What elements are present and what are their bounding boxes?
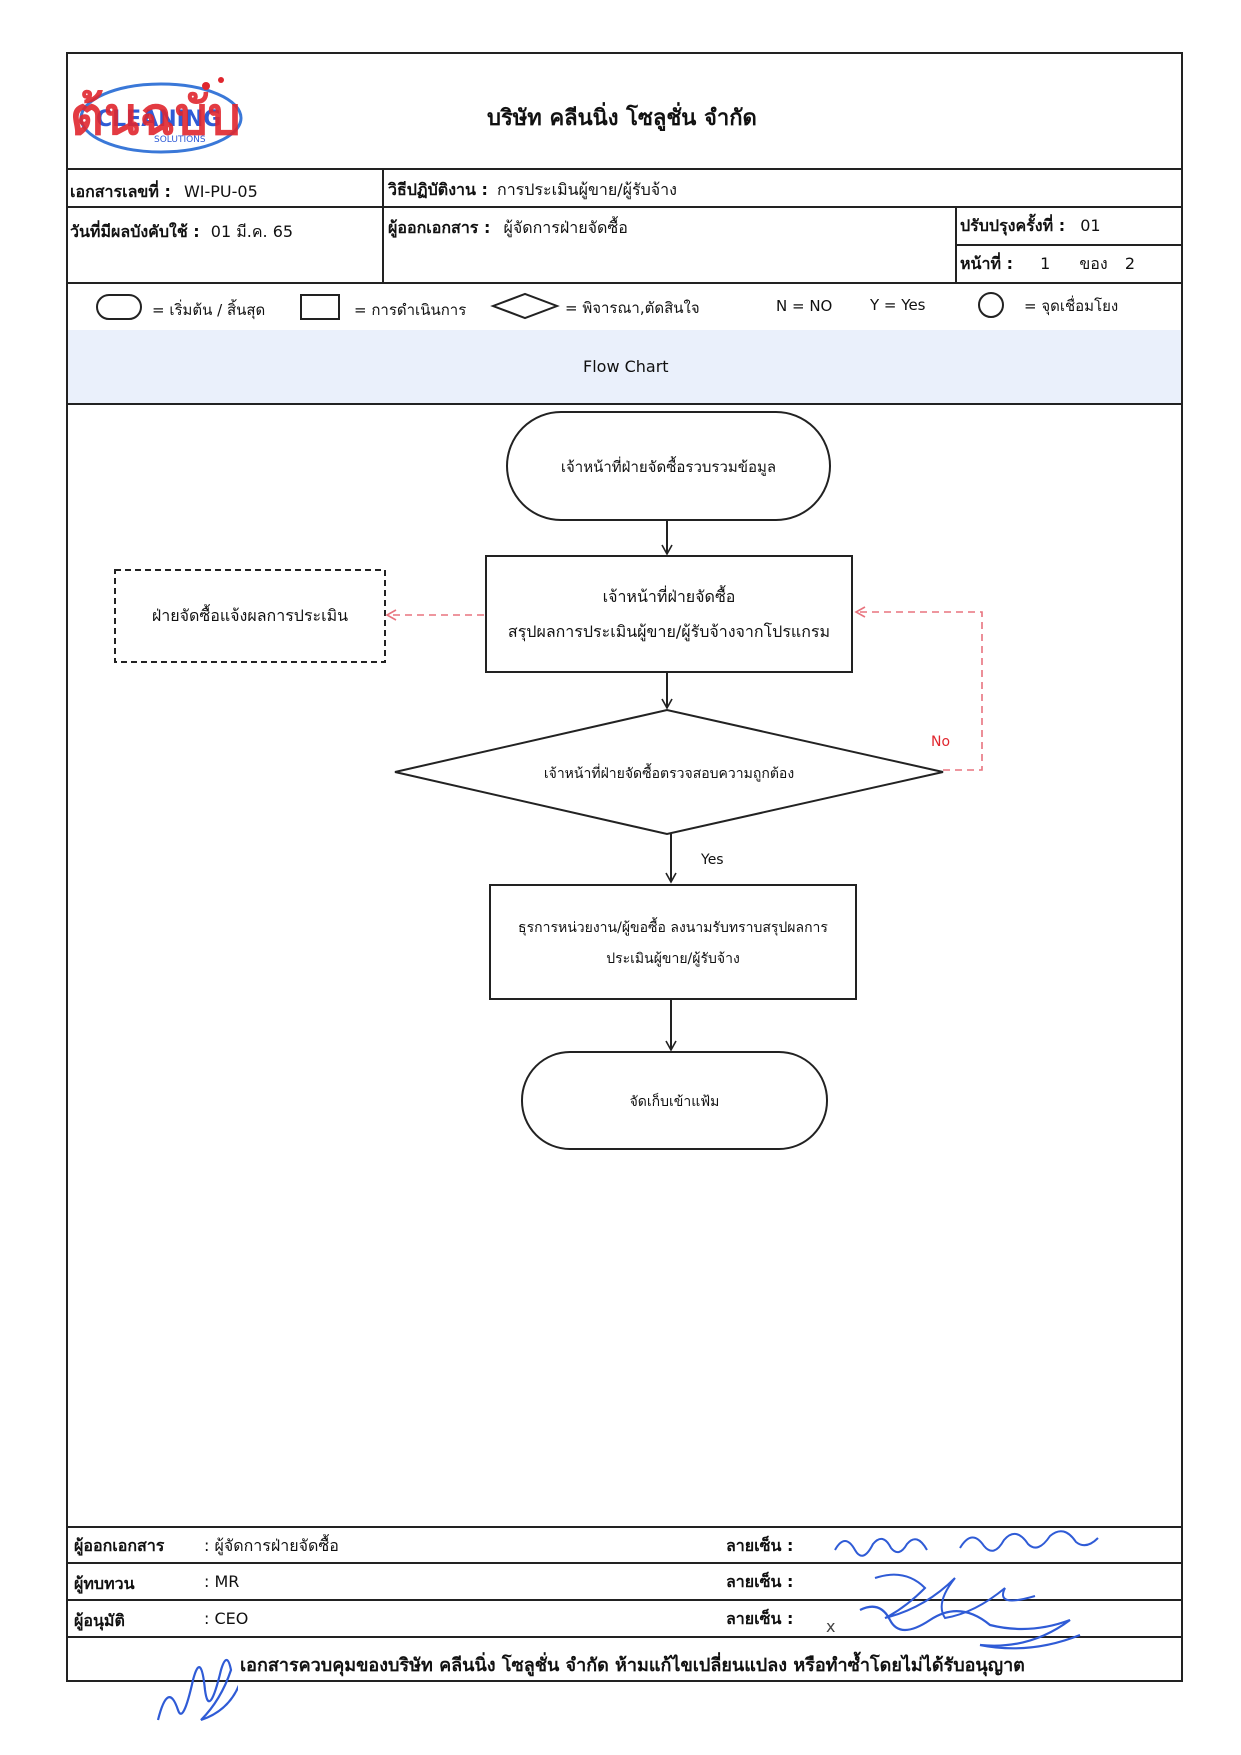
end-text: จัดเก็บเข้าแฟ้ม — [629, 1094, 720, 1110]
svg-text:x: x — [826, 1617, 835, 1636]
doc-no-label: เอกสารเลขที่ : — [70, 182, 171, 201]
page-row: หน้าที่ : 1 ของ 2 — [960, 252, 1135, 277]
handwritten-signatures: x — [826, 1530, 1099, 1650]
svg-text:ต้นฉบับ: ต้นฉบับ — [70, 87, 241, 147]
end-terminal — [521, 1051, 828, 1150]
revision-value: 01 — [1080, 216, 1101, 235]
footer-note: เอกสารควบคุมของบริษัท คลีนนิ่ง โซลูชั่น … — [240, 1655, 1025, 1676]
signoff-value-approver: : CEO — [204, 1609, 249, 1628]
page-total: 2 — [1124, 254, 1135, 273]
signoff-sign-label-reviewer: ลายเซ็น : — [726, 1572, 794, 1591]
step1-text-1: เจ้าหน้าที่ฝ่ายจัดซื้อ — [602, 587, 736, 606]
document-frame — [66, 52, 1183, 1682]
issuer-label: ผู้ออกเอกสาร : — [388, 218, 491, 237]
signoff-sign-label-approver: ลายเซ็น : — [726, 1609, 794, 1628]
notify-box — [114, 569, 386, 663]
signoff-role-reviewer: ผู้ทบทวน — [74, 1574, 135, 1593]
legend-decision: = พิจารณา,ตัดสินใจ — [565, 299, 700, 317]
meta-col-divider-2 — [955, 206, 957, 282]
signoff-sign-label-issuer: ลายเซ็น : — [726, 1536, 794, 1555]
meta-divider-1 — [66, 206, 1183, 208]
original-stamp: CLEANING SOLUTIONS ต้นฉบับ — [66, 56, 306, 166]
signoff-role-issuer: ผู้ออกเอกสาร — [74, 1536, 165, 1555]
page-of-label: ของ — [1079, 254, 1108, 273]
svg-text:SOLUTIONS: SOLUTIONS — [154, 135, 206, 145]
meta-divider-3 — [66, 282, 1183, 284]
revision-label: ปรับปรุงครั้งที่ : — [960, 216, 1066, 235]
issuer-value: ผู้จัดการฝ่ายจัดซื้อ — [503, 218, 628, 237]
legend-connector-shape — [978, 292, 1004, 318]
procedure-row: วิธีปฏิบัติงาน : การประเมินผู้ขาย/ผู้รับ… — [388, 178, 677, 203]
company-name: บริษัท คลีนนิ่ง โซลูชั่น จำกัด — [487, 106, 757, 131]
flowchart — [114, 411, 983, 1150]
signoff-line-2 — [66, 1599, 1183, 1601]
legend-shapes — [96, 292, 1004, 320]
step1-text-2: สรุปผลการประเมินผู้ขาย/ผู้รับจ้างจากโปรแ… — [507, 622, 831, 641]
legend-connector: = จุดเชื่อมโยง — [1024, 297, 1119, 315]
meta-col-divider-1 — [382, 168, 384, 282]
legend-yes-key: Y = Yes — [870, 296, 926, 314]
start-terminal — [506, 411, 831, 521]
page-no: 1 — [1040, 254, 1051, 273]
effective-value: 01 มี.ค. 65 — [210, 222, 294, 241]
notify-text: ฝ่ายจัดซื้อแจ้งผลการประเมิน — [151, 606, 349, 625]
legend-process: = การดำเนินการ — [354, 301, 467, 319]
procedure-value: การประเมินผู้ขาย/ผู้รับจ้าง — [497, 180, 677, 199]
legend-process-shape — [300, 294, 340, 320]
arrow-no-loop — [854, 606, 983, 771]
no-label: No — [931, 734, 951, 750]
signoff-line-1 — [66, 1562, 1183, 1564]
issuer-row: ผู้ออกเอกสาร : ผู้จัดการฝ่ายจัดซื้อ — [388, 216, 628, 241]
yes-label: Yes — [701, 852, 724, 868]
doc-no-value: WI-PU-05 — [183, 182, 258, 201]
doc-no-row: เอกสารเลขที่ : WI-PU-05 — [70, 180, 258, 205]
decision-text: เจ้าหน้าที่ฝ่ายจัดซื้อตรวจสอบความถูกต้อง — [543, 766, 795, 782]
signoff-value-issuer: : ผู้จัดการฝ่ายจัดซื้อ — [204, 1536, 339, 1555]
step2-text-1: ธุรการหน่วยงาน/ผู้ขอซื้อ ลงนามรับทราบสรุ… — [518, 920, 828, 936]
effective-row: วันที่มีผลบังคับใช้ : 01 มี.ค. 65 — [70, 220, 293, 245]
initials-signature — [156, 1658, 238, 1722]
signoff-role-approver: ผู้อนุมัติ — [74, 1611, 125, 1630]
legend-decision-shape — [490, 292, 560, 320]
header-divider — [66, 168, 1183, 170]
flowchart-title-band — [68, 330, 1181, 403]
step1-process — [485, 555, 853, 673]
band-divider — [66, 403, 1183, 405]
revision-row: ปรับปรุงครั้งที่ : 01 — [960, 214, 1101, 239]
signoff-top-line — [66, 1526, 1183, 1528]
page-label: หน้าที่ : — [960, 254, 1013, 273]
signoff-line-3 — [66, 1636, 1183, 1638]
svg-text:CLEANING: CLEANING — [96, 107, 221, 132]
section-title: Flow Chart — [583, 357, 669, 376]
legend-terminal-shape — [96, 294, 142, 320]
meta-divider-2 — [955, 244, 1183, 246]
start-text: เจ้าหน้าที่ฝ่ายจัดซื้อรวบรวมข้อมูล — [560, 458, 777, 476]
step2-text-2: ประเมินผู้ขาย/ผู้รับจ้าง — [606, 951, 740, 967]
procedure-label: วิธีปฏิบัติงาน : — [388, 180, 488, 199]
legend-no-key: N = NO — [776, 297, 833, 315]
legend-terminal: = เริ่มต้น / สิ้นสุด — [152, 301, 266, 319]
decision-diamond — [394, 708, 944, 836]
step2-process — [489, 884, 857, 1000]
effective-label: วันที่มีผลบังคับใช้ : — [70, 222, 200, 241]
signoff-value-reviewer: : MR — [204, 1572, 240, 1591]
